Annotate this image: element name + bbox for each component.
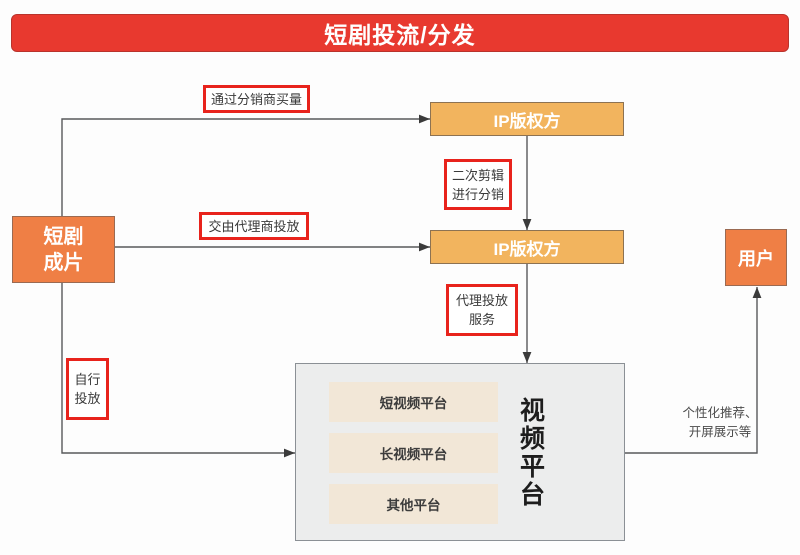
annotation-agency-service-line-1: 代理投放 bbox=[455, 293, 508, 308]
platform-item-other[interactable]: 其他平台 bbox=[329, 484, 498, 524]
annotation-via-agency: 交由代理商投放 bbox=[199, 212, 309, 240]
node-ip-owner-middle-label: IP版权方 bbox=[493, 239, 561, 259]
note-recommend-line-2: 开屏展示等 bbox=[688, 425, 752, 439]
node-user-label: 用户 bbox=[738, 248, 774, 269]
node-source-line-1: 短剧 bbox=[43, 225, 84, 248]
platform-item-short-video-label: 短视频平台 bbox=[379, 396, 448, 411]
annotation-recut-line-2: 进行分销 bbox=[451, 186, 504, 202]
platform-item-long-video-label: 长视频平台 bbox=[379, 447, 448, 462]
wire-source-to-ip1 bbox=[61, 114, 430, 216]
annotation-agency-service-line-2: 服务 bbox=[468, 312, 495, 327]
annotation-via-distributor: 通过分销商买量 bbox=[203, 85, 310, 113]
node-user[interactable]: 用户 bbox=[725, 229, 787, 286]
node-ip-owner-top[interactable]: IP版权方 bbox=[430, 102, 624, 136]
wire-source-to-video bbox=[61, 283, 295, 458]
node-source-text: 短剧 成片 bbox=[44, 224, 84, 276]
annotation-self-serve-line-2: 投放 bbox=[74, 391, 101, 406]
panel-video-platform-label: 视频平台 bbox=[516, 397, 545, 509]
platform-item-short-video[interactable]: 短视频平台 bbox=[329, 382, 498, 422]
node-short-drama-source[interactable]: 短剧 成片 bbox=[12, 216, 115, 283]
node-source-line-2: 成片 bbox=[43, 251, 84, 274]
wire-video-to-user bbox=[625, 287, 762, 454]
platform-item-other-label: 其他平台 bbox=[386, 498, 441, 513]
note-recommend-line-1: 个性化推荐、 bbox=[682, 406, 758, 420]
annotation-via-agency-label: 交由代理商投放 bbox=[208, 218, 300, 234]
panel-video-platform[interactable]: 短视频平台 长视频平台 其他平台 视频平台 bbox=[295, 363, 625, 541]
annotation-self-serve: 自行 投放 bbox=[66, 358, 109, 420]
annotation-via-distributor-label: 通过分销商买量 bbox=[210, 91, 302, 107]
note-personalized-recommendation: 个性化推荐、 开屏展示等 bbox=[660, 404, 780, 442]
annotation-self-serve-line-1: 自行 bbox=[74, 372, 101, 387]
platform-item-long-video[interactable]: 长视频平台 bbox=[329, 433, 498, 473]
node-ip-owner-top-label: IP版权方 bbox=[493, 111, 561, 131]
annotation-recut-distribution: 二次剪辑 进行分销 bbox=[444, 159, 512, 210]
annotation-recut-line-1: 二次剪辑 bbox=[451, 167, 504, 183]
annotation-agency-service: 代理投放 服务 bbox=[446, 284, 518, 336]
page-title: 短剧投流/分发 bbox=[324, 22, 476, 48]
node-ip-owner-middle[interactable]: IP版权方 bbox=[430, 230, 624, 264]
diagram-title-banner: 短剧投流/分发 bbox=[11, 14, 789, 52]
